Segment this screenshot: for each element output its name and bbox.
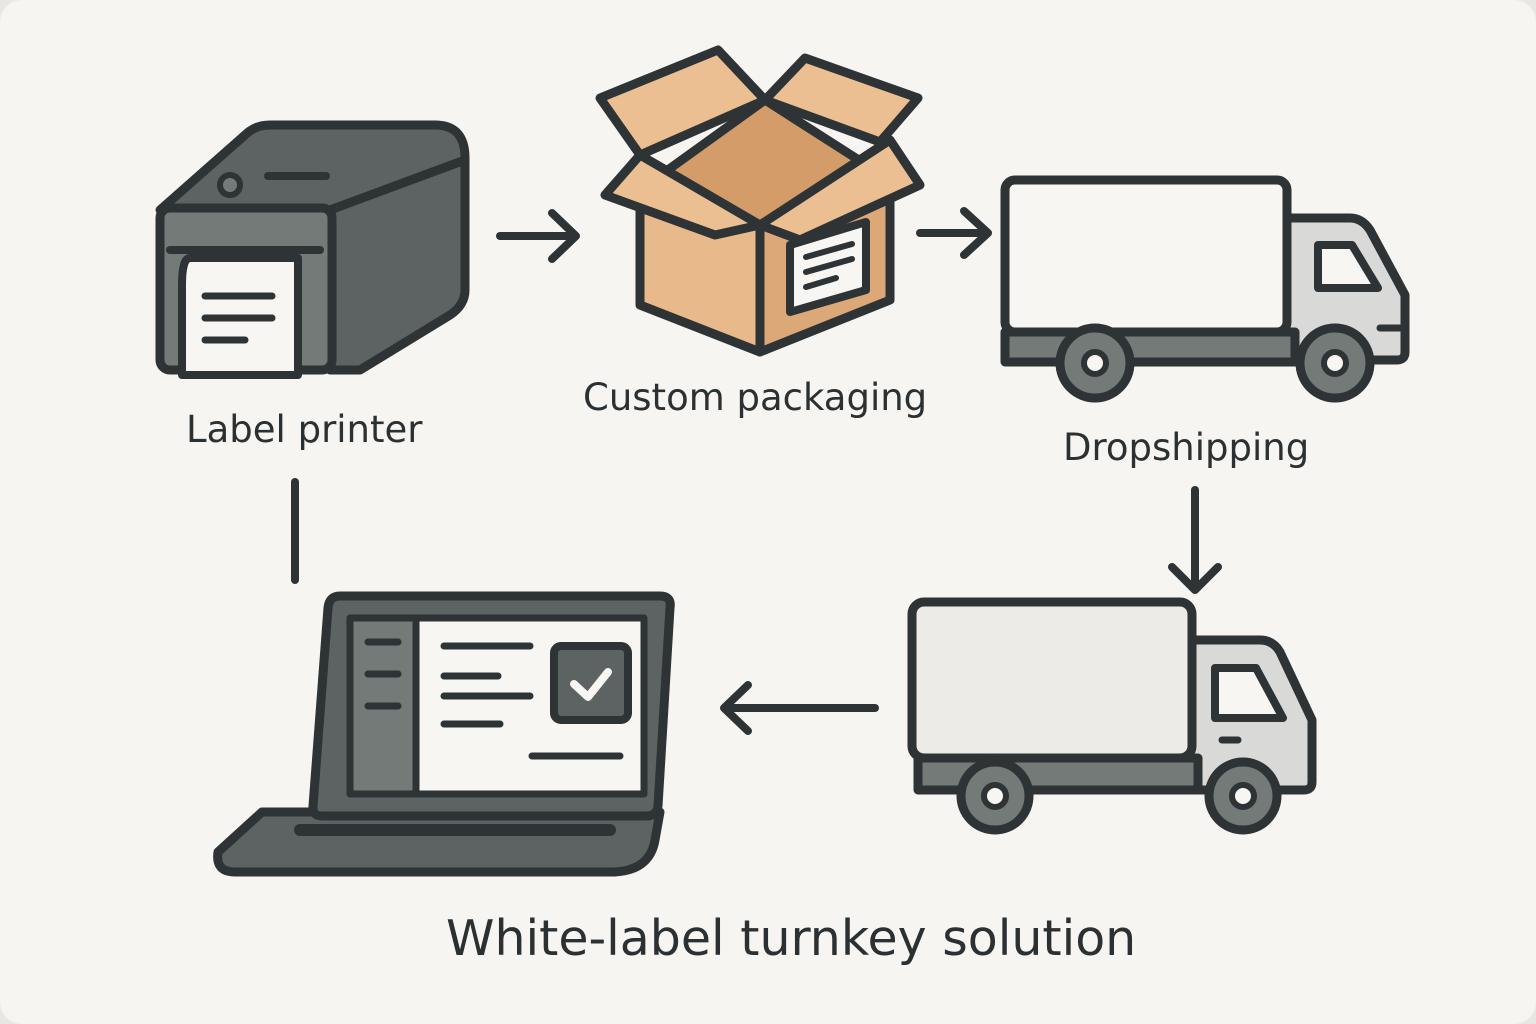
checkbox-icon [550, 642, 632, 724]
custom-packaging-caption: Custom packaging [583, 376, 928, 419]
laptop-icon [213, 591, 675, 877]
truck-icon [1000, 175, 1410, 403]
arrow-left-icon [720, 681, 879, 735]
arrow-right-icon [496, 209, 580, 263]
arrow-right-icon [916, 207, 992, 259]
label-printer-caption: Label printer [186, 408, 423, 451]
truck-icon [907, 597, 1317, 835]
diagram-title: White-label turnkey solution [446, 910, 1137, 967]
arrow-down-icon [1168, 486, 1222, 594]
box-icon [595, 45, 925, 357]
dropshipping-caption: Dropshipping [1063, 426, 1310, 469]
printer-icon [155, 120, 470, 379]
